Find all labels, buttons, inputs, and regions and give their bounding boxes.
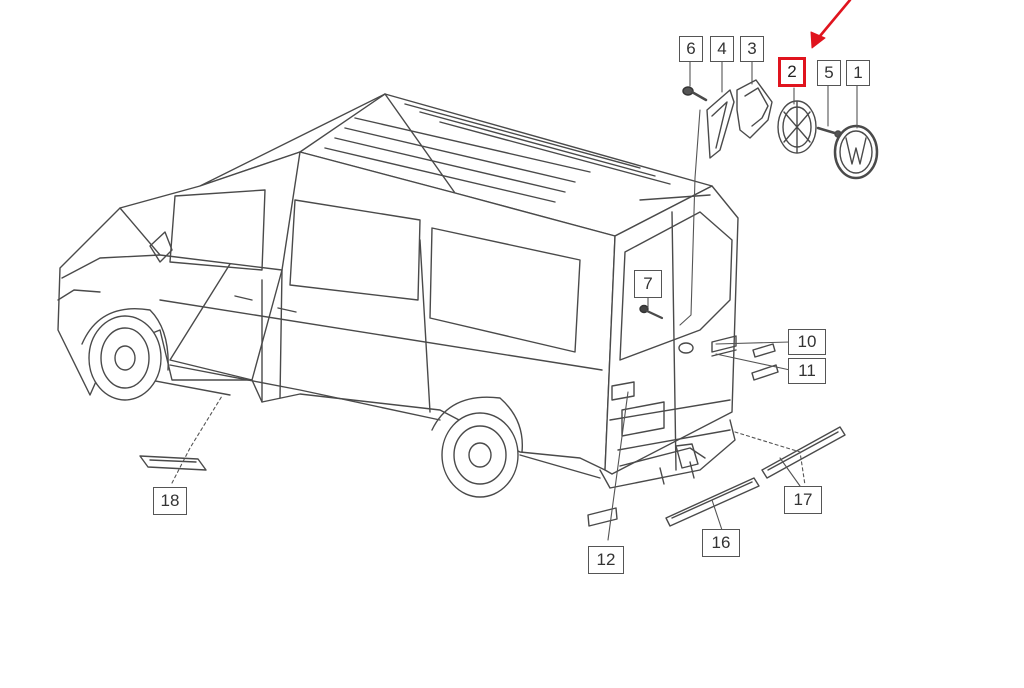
callout-2: 2	[778, 57, 806, 87]
part-5-screw	[816, 126, 842, 138]
part-10-trim	[752, 343, 776, 358]
callout-18: 18	[153, 487, 187, 515]
red-arrow	[810, 0, 852, 49]
part-11-trim	[751, 364, 779, 381]
part-6-bolt	[682, 86, 708, 102]
callout-6: 6	[679, 36, 703, 62]
callout-5: 5	[817, 60, 841, 86]
part-12-trim	[587, 507, 618, 527]
part-4-seal	[706, 89, 735, 159]
callout-3: 3	[740, 36, 764, 62]
callout-4: 4	[710, 36, 734, 62]
van-body	[57, 93, 739, 498]
callout-7: 7	[634, 270, 662, 298]
callout-1: 1	[846, 60, 870, 86]
callout-12: 12	[588, 546, 624, 574]
emblem-parts	[639, 79, 879, 320]
callout-16: 16	[702, 529, 740, 557]
callout-10: 10	[788, 329, 826, 355]
callout-11: 11	[788, 358, 826, 384]
part-1-emblem	[833, 124, 879, 180]
callout-17: 17	[784, 486, 822, 514]
leader-lines	[171, 61, 858, 541]
part-18-trim	[139, 455, 207, 471]
part-2-emblem-carrier	[777, 100, 817, 154]
part-7-bolt	[639, 304, 664, 320]
part-3-bracket	[736, 79, 773, 139]
